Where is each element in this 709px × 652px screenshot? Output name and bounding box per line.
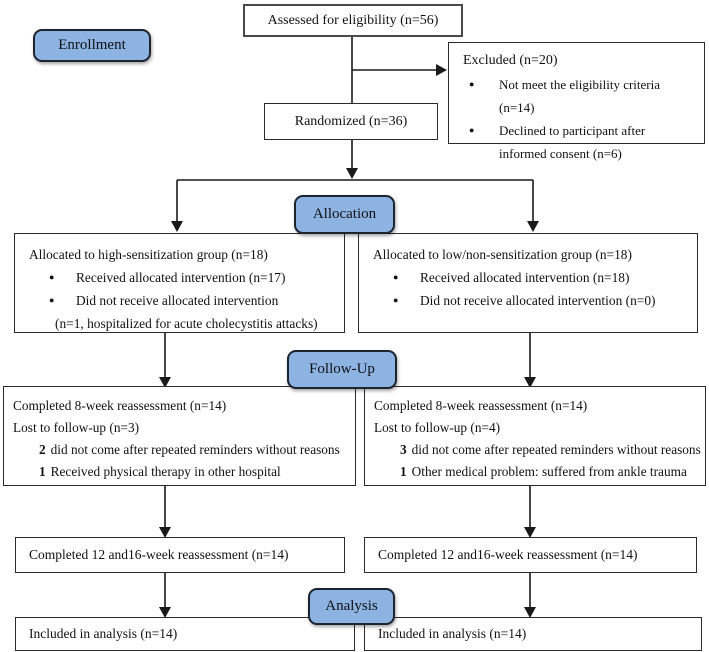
bullet-icon: ● bbox=[469, 79, 475, 89]
arrowhead-fup-left bbox=[159, 377, 171, 388]
reason-count: 1 bbox=[400, 464, 407, 479]
arrowhead-inc-left bbox=[159, 607, 171, 618]
allocation-right-bullet-row: ● Received allocated intervention (n=18) bbox=[373, 266, 693, 289]
bullet-icon: ● bbox=[393, 272, 399, 282]
randomized-box: Randomized (n=36) bbox=[264, 103, 438, 140]
stage-enrollment: Enrollment bbox=[33, 29, 151, 62]
reason-text: did not come after repeated reminders wi… bbox=[411, 442, 701, 457]
reason-text: Received physical therapy in other hospi… bbox=[50, 464, 281, 479]
allocation-left-title: Allocated to high-sensitization group (n… bbox=[29, 247, 268, 262]
followup-right-line2: Lost to follow-up (n=4) bbox=[374, 420, 501, 435]
reason-text: Other medical problem: suffered from ank… bbox=[411, 464, 687, 479]
stage-allocation: Allocation bbox=[294, 195, 395, 234]
allocation-right-bullet-row: ● Did not receive allocated intervention… bbox=[373, 289, 693, 312]
followup-right-box: Completed 8-week reassessment (n=14) Los… bbox=[364, 386, 706, 486]
allocation-left-bullet-row: ● Received allocated intervention (n=17) bbox=[29, 266, 340, 289]
included-left-text: Included in analysis (n=14) bbox=[29, 626, 178, 641]
bullet-icon: ● bbox=[49, 272, 55, 282]
allocation-left-bullet-text: Did not receive allocated intervention bbox=[76, 293, 279, 308]
arrowhead-branch-center bbox=[346, 168, 358, 179]
followup-left-reason: 2 did not come after repeated reminders w… bbox=[13, 439, 352, 461]
reason-count: 2 bbox=[39, 442, 46, 457]
connector-lines bbox=[164, 37, 534, 608]
arrowhead-r12-right bbox=[524, 527, 536, 538]
bullet-icon: ● bbox=[469, 125, 475, 135]
excluded-bullet-row: ● Declined to participant after informed… bbox=[463, 119, 696, 165]
followup-left-box: Completed 8-week reassessment (n=14) Los… bbox=[3, 386, 356, 486]
bullet-icon: ● bbox=[393, 295, 399, 305]
excluded-bullet-text: Not meet the eligibility criteria (n=14) bbox=[499, 77, 661, 115]
excluded-title: Excluded (n=20) bbox=[463, 53, 558, 68]
stage-enrollment-label: Enrollment bbox=[58, 37, 126, 53]
excluded-box: Excluded (n=20) ● Not meet the eligibili… bbox=[448, 42, 705, 161]
reassess12-right-box: Completed 12 and16-week reassessment (n=… bbox=[364, 537, 697, 573]
allocation-left-continuation: (n=1, hospitalized for acute cholecystit… bbox=[55, 316, 318, 331]
arrowhead-fup-right bbox=[524, 377, 536, 388]
arrowhead-r12-left bbox=[159, 527, 171, 538]
stage-allocation-label: Allocation bbox=[312, 206, 377, 222]
included-right-box: Included in analysis (n=14) bbox=[364, 617, 702, 651]
excluded-bullet-row: ● Not meet the eligibility criteria (n=1… bbox=[463, 73, 696, 119]
bullet-icon: ● bbox=[49, 295, 55, 305]
reason-text: did not come after repeated reminders wi… bbox=[50, 442, 340, 457]
allocation-right-bullet-text: Received allocated intervention (n=18) bbox=[420, 270, 630, 285]
arrowheads bbox=[159, 64, 539, 618]
allocation-left-bullet-row: ● Did not receive allocated intervention bbox=[29, 289, 340, 312]
stage-followup-label: Follow-Up bbox=[309, 361, 375, 377]
followup-left-line2: Lost to follow-up (n=3) bbox=[13, 420, 140, 435]
assessed-text: Assessed for eligibility (n=56) bbox=[267, 12, 439, 28]
stage-analysis: Analysis bbox=[308, 588, 395, 625]
excluded-bullet-text: Declined to participant after informed c… bbox=[499, 123, 646, 161]
included-right-text: Included in analysis (n=14) bbox=[378, 626, 527, 641]
reassess12-right-text: Completed 12 and16-week reassessment (n=… bbox=[378, 547, 638, 562]
reason-count: 1 bbox=[39, 464, 46, 479]
followup-right-reason: 1 Other medical problem: suffered from an… bbox=[374, 461, 702, 483]
allocation-right-box: Allocated to low/non-sensitization group… bbox=[358, 233, 698, 333]
allocation-right-bullet-text: Did not receive allocated intervention (… bbox=[420, 293, 656, 308]
followup-left-line1: Completed 8-week reassessment (n=14) bbox=[13, 398, 227, 413]
reassess12-left-box: Completed 12 and16-week reassessment (n=… bbox=[15, 537, 345, 573]
followup-left-reason: 1 Received physical therapy in other hosp… bbox=[13, 461, 352, 483]
arrowhead-alloc-right bbox=[527, 221, 539, 232]
randomized-text: Randomized (n=36) bbox=[294, 113, 408, 129]
arrowhead-excluded bbox=[436, 64, 447, 76]
followup-right-line1: Completed 8-week reassessment (n=14) bbox=[374, 398, 588, 413]
assessed-box: Assessed for eligibility (n=56) bbox=[243, 4, 463, 37]
allocation-left-box: Allocated to high-sensitization group (n… bbox=[14, 233, 345, 333]
arrowhead-alloc-left bbox=[171, 221, 183, 232]
reason-count: 3 bbox=[400, 442, 407, 457]
allocation-right-title: Allocated to low/non-sensitization group… bbox=[373, 247, 632, 262]
arrowhead-inc-right bbox=[524, 607, 536, 618]
allocation-left-bullet-text: Received allocated intervention (n=17) bbox=[76, 270, 286, 285]
stage-analysis-label: Analysis bbox=[325, 598, 378, 614]
reassess12-left-text: Completed 12 and16-week reassessment (n=… bbox=[29, 547, 289, 562]
followup-right-reason: 3 did not come after repeated reminders w… bbox=[374, 439, 702, 461]
included-left-box: Included in analysis (n=14) bbox=[15, 617, 355, 651]
stage-followup: Follow-Up bbox=[287, 350, 397, 389]
